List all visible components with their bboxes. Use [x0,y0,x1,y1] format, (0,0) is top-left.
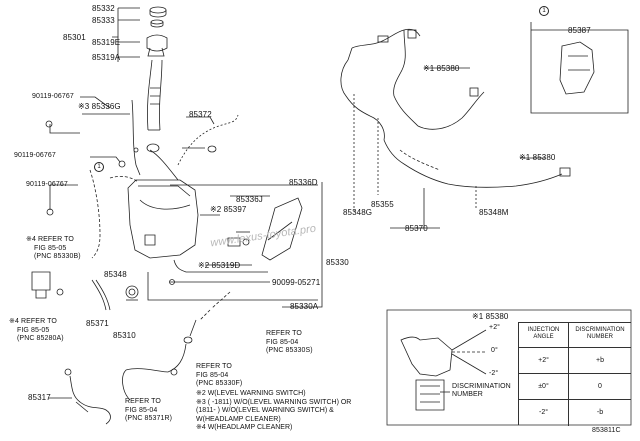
note-3b: (1811- ) W/O(LEVEL WARNING SWITCH) & [196,407,334,415]
label-90119-06767-b: 90119-06767 [14,152,56,159]
label-85333: 85333 [92,16,115,25]
discrimination-caption: DISCRIMINATION NUMBER [452,383,511,398]
label-90099-05271: 90099-05271 [272,278,321,287]
label-85319A: 85319A [92,53,121,62]
label-85301: 85301 [63,33,86,42]
notes-block: ※2 W(LEVEL WARNING SWITCH) ※3 ( -1811) W… [196,390,351,433]
discrimination-table: INJECTION ANGLE DISCRIMINATION NUMBER +2… [518,322,631,426]
label-85319E: 85319E [92,38,121,47]
angle-plus2: +2° [489,324,501,331]
ref-85330B[interactable]: ※4 REFER TO FIG 85-05 (PNC 85330B) [26,236,81,260]
circle-1-marker: 1 [539,6,549,16]
label-90119-06767-c: 90119-06767 [26,181,68,188]
label-90119-06767-a: 90119-06767 [32,93,74,100]
ref-85330F[interactable]: REFER TO FIG 85-04 (PNC 85330F) [196,363,243,387]
ref-85330S[interactable]: REFER TO FIG 85-04 (PNC 85330S) [266,330,313,354]
label-85397: ※2 85397 [210,205,247,214]
label-85330A: 85330A [290,302,319,311]
table-row: -2° -b [519,400,631,426]
label-85319D: ※2 85319D [198,261,241,270]
label-85348: 85348 [104,270,127,279]
col-injection-angle: INJECTION ANGLE [519,323,569,347]
label-85310: 85310 [113,331,136,340]
angle-zero: 0° [491,347,498,354]
note-3a: ※3 ( -1811) W/O(LEVEL WARNING SWITCH) OR [196,398,352,406]
note-2: ※2 W(LEVEL WARNING SWITCH) [196,390,306,397]
label-85372: 85372 [189,110,212,119]
label-85336J: 85336J [236,195,263,204]
label-85348G: 85348G [343,208,373,217]
note-4: ※4 W(HEADLAMP CLEANER) [196,424,293,432]
label-85380-top: ※1 85380 [423,64,460,73]
inset-title: ※1 85380 [472,312,509,321]
circle-1-marker-tank: 1 [94,162,104,172]
label-85371: 85371 [86,319,109,328]
label-85332: 85332 [92,4,115,13]
table-row: +2° +b [519,348,631,374]
angle-minus2: -2° [489,370,499,377]
note-3c: W(HEADLAMP CLEANER) [196,415,281,423]
label-85336D: 85336D [289,178,318,187]
label-85370: 85370 [405,224,428,233]
label-85317: 85317 [28,393,51,402]
ref-85280A[interactable]: ※4 REFER TO FIG 85-05 (PNC 85280A) [9,318,64,342]
label-85355: 85355 [371,200,394,209]
table-row: ±0° 0 [519,374,631,400]
label-85387: 85387 [568,26,591,35]
label-85348M: 85348M [479,208,509,217]
label-85380-mid: ※1 85380 [519,153,556,162]
diagram-id: 853811C [592,427,621,434]
ref-85371R[interactable]: REFER TO FIG 85-04 (PNC 85371R) [125,398,173,422]
label-85336G: ※3 85336G [78,102,121,111]
label-85330: 85330 [326,258,349,267]
col-discrimination-number: DISCRIMINATION NUMBER [575,327,625,340]
